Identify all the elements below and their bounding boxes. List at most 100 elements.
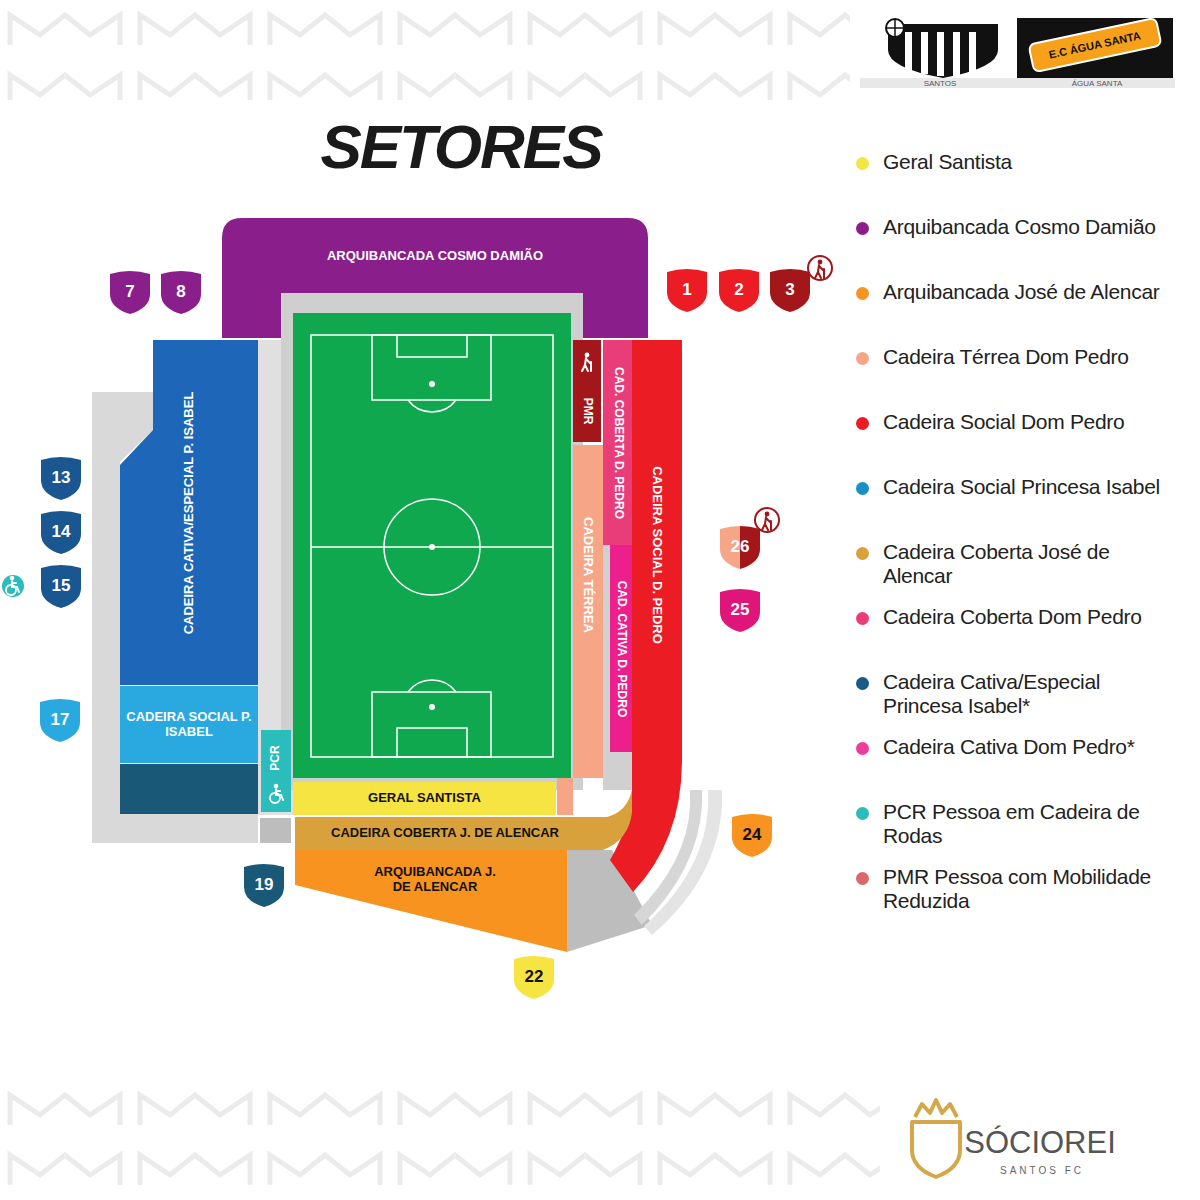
gate-shield: 1 — [664, 267, 710, 313]
text-box: 7 — [107, 269, 153, 315]
legend-text: Cadeira Coberta Dom Pedro — [883, 605, 1183, 629]
text-box: 17 — [37, 697, 83, 743]
seating-sector: CAD. CATIVA D. PEDRO — [610, 545, 632, 752]
gate-number: 14 — [52, 522, 71, 542]
text-box: CADEIRA CATIVA/ESPECIAL P. ISABEL — [120, 340, 258, 685]
text-box: GERAL SANTISTA — [293, 782, 556, 815]
shape-fill — [41, 565, 81, 608]
shape-fill — [770, 269, 810, 312]
legend-item: Cadeira Cativa Dom Pedro* — [852, 735, 1197, 800]
seating-sector: CADEIRA SOCIAL P. ISABEL — [120, 686, 258, 763]
legend-item: Cadeira Social Princesa Isabel — [852, 475, 1197, 540]
text-box: CAD. CATIVA D. PEDRO — [610, 545, 632, 752]
sector-label: PCR — [269, 745, 283, 770]
text-box: PCR — [261, 730, 291, 786]
legend: Geral SantistaArquibancada Cosmo DamiãoA… — [852, 150, 1197, 930]
legend-item: PCR Pessoa em Cadeira de Rodas — [852, 800, 1197, 865]
legend-text: Cadeira Térrea Dom Pedro — [883, 345, 1183, 369]
shape-fill — [720, 589, 760, 632]
shape-fill — [720, 526, 760, 569]
gate-number: 2 — [734, 280, 743, 300]
seating-sector: PMR — [573, 340, 601, 442]
text-box: CAD. COBERTA D. PEDRO — [603, 340, 632, 545]
gate-shield: 26 — [717, 524, 763, 570]
wheelchair-icon — [2, 575, 24, 597]
gate-shield: 15 — [38, 563, 84, 609]
gate-shield: 8 — [158, 269, 204, 315]
sector-label: ARQUIBANCADA J. DE ALENCAR — [374, 865, 496, 895]
wheelchair-icon — [270, 784, 283, 803]
socio-rei-crest — [912, 1100, 960, 1177]
sector-label: CADEIRA SOCIAL P. ISABEL — [124, 710, 254, 740]
text-box: 26 — [717, 524, 763, 570]
legend-swatch — [856, 482, 869, 495]
shape-fill — [40, 699, 80, 742]
text-box: PMR — [573, 382, 601, 440]
legend-swatch — [856, 287, 869, 300]
sector-label: PMR — [580, 398, 594, 425]
text-box: CADEIRA TÉRREA — [573, 445, 603, 705]
legend-swatch — [856, 352, 869, 365]
text-box: 8 — [158, 269, 204, 315]
text-box: CADEIRA SOCIAL P. ISABEL — [120, 686, 258, 763]
legend-swatch — [856, 807, 869, 820]
text-box: 22 — [511, 954, 557, 1000]
shape-fill — [41, 457, 81, 500]
legend-text: Arquibancada José de Alencar — [883, 280, 1183, 304]
gate-number: 26 — [731, 537, 750, 557]
text-box: 25 — [717, 587, 763, 633]
gate-number: 3 — [785, 280, 794, 300]
gate-shield: 7 — [107, 269, 153, 315]
field-surround — [281, 293, 583, 790]
watermark-pattern — [0, 1080, 880, 1200]
legend-swatch — [856, 612, 869, 625]
gate-shield: 2 — [716, 267, 762, 313]
legend-swatch — [856, 157, 869, 170]
brand-subtitle: SANTOS FC — [1000, 1165, 1084, 1176]
pitch — [293, 313, 571, 778]
gate-number: 15 — [52, 576, 71, 596]
icon-circle — [808, 256, 832, 280]
shape-fill — [610, 340, 682, 892]
gate-number: 13 — [52, 468, 71, 488]
text-box: ARQUIBANCADA COSMO DAMIÃO — [222, 236, 648, 276]
text-box: 24 — [729, 812, 775, 858]
sector-label: CADEIRA SOCIAL D. PEDRO — [650, 466, 665, 644]
legend-text: Geral Santista — [883, 150, 1183, 174]
seating-sector: CADEIRA TÉRREA — [573, 445, 603, 778]
sector-label: ARQUIBANCADA COSMO DAMIÃO — [327, 249, 543, 264]
gate-shield: 17 — [37, 697, 83, 743]
legend-item: Arquibancada Cosmo Damião — [852, 215, 1197, 280]
legend-text: Cadeira Cativa/Especial Princesa Isabel* — [883, 670, 1183, 717]
legend-item: Cadeira Térrea Dom Pedro — [852, 345, 1197, 410]
club-name: ÁGUA SANTA — [1072, 79, 1123, 88]
gate-shield: 25 — [717, 587, 763, 633]
icon-head — [585, 353, 590, 358]
sector-label: CAD. COBERTA D. PEDRO — [611, 366, 625, 518]
reduced-mobility-icon — [582, 353, 591, 371]
shape-fill — [719, 269, 759, 312]
sector-label: GERAL SANTISTA — [368, 791, 481, 806]
seating-sector: GERAL SANTISTA — [293, 782, 556, 815]
shape-fill — [295, 850, 567, 952]
sector-block — [120, 764, 258, 814]
text-box: CADEIRA COBERTA J. DE ALENCAR — [295, 817, 595, 850]
gate-number: 22 — [525, 967, 544, 987]
legend-text: Cadeira Social Princesa Isabel — [883, 475, 1183, 499]
legend-text: Arquibancada Cosmo Damião — [883, 215, 1183, 239]
shape-fill — [514, 956, 554, 999]
text-box: 3 — [767, 267, 813, 313]
shape-fill — [222, 218, 648, 338]
text-box: 19 — [241, 862, 287, 908]
shape-fill — [161, 271, 201, 314]
legend-swatch — [856, 547, 869, 560]
legend-item: Cadeira Coberta José de Alencar — [852, 540, 1197, 605]
sector-shape — [222, 218, 648, 338]
shape-fill — [732, 814, 772, 857]
text-box: 2 — [716, 267, 762, 313]
shape-fill — [120, 340, 258, 685]
icon-circle — [2, 575, 24, 597]
seating-sector: ARQUIBANCADA COSMO DAMIÃO — [222, 218, 648, 338]
icon-wheel — [6, 585, 16, 595]
